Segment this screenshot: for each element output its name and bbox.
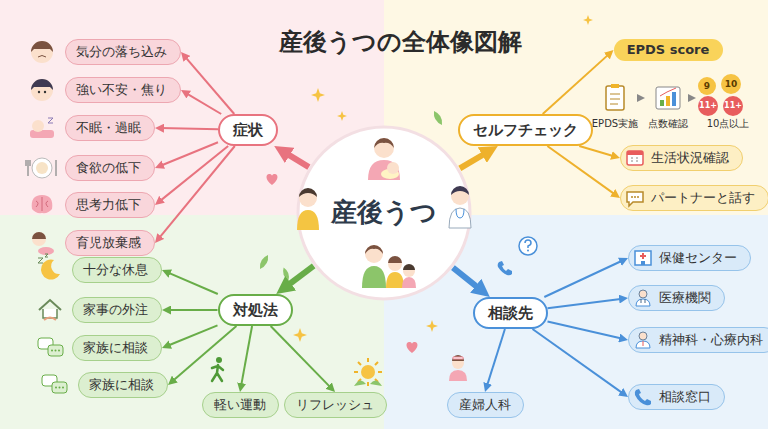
connector-arrow: [544, 260, 623, 297]
step-label: 10点以上: [707, 118, 750, 130]
score-number: 11+: [699, 101, 717, 111]
connector-arrow: [285, 266, 314, 288]
connector-arrow: [172, 326, 236, 381]
node-label: 対処法: [233, 301, 278, 319]
leaf-pill: 育児放棄感: [65, 230, 155, 256]
leaf-pill: 家事の外注: [72, 297, 162, 323]
node-label: 思考力低下: [76, 197, 141, 213]
connector-arrow: [460, 151, 489, 168]
step-label: 点数確認: [648, 118, 688, 130]
connector-arrow: [487, 329, 505, 387]
selfcheck-icons: [606, 74, 743, 206]
branch-pill: 相談先: [473, 297, 548, 329]
mother-children-figure: [362, 245, 416, 288]
node-label: 軽い運動: [214, 397, 266, 413]
remedy-icons: [38, 254, 382, 393]
connector-arrow: [579, 146, 615, 156]
leaf-pill: 思考力低下: [65, 192, 155, 218]
node-label: 保健センター: [659, 250, 737, 266]
node-label: 産婦人科: [459, 397, 511, 413]
step-arrow: [637, 94, 645, 102]
node-label: パートナーと話す: [651, 190, 755, 206]
branch-pill: セルフチェック: [458, 114, 593, 146]
node-label: 産後うつ: [331, 197, 437, 228]
connector-arrow: [283, 152, 308, 168]
node-label: 相談窓口: [659, 389, 711, 405]
leaf-pill: 産婦人科: [447, 392, 524, 418]
node-label: セルフチェック: [473, 121, 578, 139]
node-label: 相談先: [488, 304, 533, 322]
node-label: 不眠・過眠: [76, 120, 141, 136]
connector-arrow: [185, 56, 235, 114]
connector-arrow: [160, 128, 218, 129]
node-label: 症状: [233, 121, 263, 139]
connector-arrow: [547, 146, 615, 195]
node-label: EPDS score: [627, 42, 710, 58]
score-badge: [698, 77, 716, 95]
score-pill: EPDS score: [614, 39, 723, 61]
node-label: 生活状況確認: [651, 150, 729, 166]
score-badge: [723, 96, 743, 116]
leaf-pill: 精神科・心療内科: [628, 327, 768, 353]
connector-arrow: [543, 54, 610, 114]
score-badge: [698, 96, 718, 116]
connector-arrow: [241, 326, 252, 387]
node-label: 精神科・心療内科: [659, 332, 763, 348]
connector-arrow: [532, 329, 623, 394]
step-arrow: [688, 94, 696, 102]
father-figure: [297, 188, 319, 230]
leaf-pill: 不眠・過眠: [65, 115, 155, 141]
connector-arrow: [186, 93, 222, 114]
sparkles: [293, 15, 593, 342]
connector-arrow: [548, 322, 623, 339]
connector-arrow: [167, 309, 217, 311]
leaf-pill: 十分な休息: [72, 257, 162, 283]
branch-pill: 症状: [218, 114, 278, 146]
connector-arrow: [167, 325, 218, 346]
leaf-pill: 家族に相談: [72, 335, 162, 361]
symptom-icons: [26, 41, 56, 255]
title: 産後うつの全体像図解: [279, 28, 522, 57]
connector-arrow: [271, 326, 332, 388]
leaf-pill: 強い不安・焦り: [65, 77, 181, 103]
score-number: 10: [725, 79, 738, 90]
leaf-pill: 食欲の低下: [65, 155, 155, 181]
score-badge: [721, 74, 741, 94]
score-number: 9: [704, 81, 710, 92]
node-label: 食欲の低下: [76, 160, 141, 176]
mother-baby-figure: [368, 138, 400, 180]
node-label: 家族に相談: [83, 340, 148, 356]
connector-arrow: [453, 268, 481, 291]
node-label: 十分な休息: [83, 262, 148, 278]
leaf-pill: 気分の落ち込み: [65, 39, 181, 65]
circle-shape: [298, 127, 470, 299]
branch-pill: 対処法: [218, 294, 293, 326]
connector-arrow: [167, 272, 218, 294]
leaf-pill: 家族に相談: [78, 372, 168, 398]
connector-arrow: [158, 146, 234, 239]
node-label: 家事の外注: [83, 302, 148, 318]
consult-icons: [449, 237, 651, 405]
node-label: 気分の落ち込み: [76, 44, 167, 60]
node-label: リフレッシュ: [296, 397, 374, 413]
node-label: 医療機関: [659, 290, 711, 306]
score-number: 11+: [724, 101, 742, 111]
leaf-pill: 軽い運動: [202, 392, 279, 418]
node-label: 育児放棄感: [76, 235, 141, 251]
leaf-pill: 相談窓口: [628, 384, 725, 410]
leaf-pill: リフレッシュ: [284, 392, 387, 418]
step-label: EPDS実施: [592, 118, 638, 130]
node-label: 強い不安・焦り: [76, 82, 167, 98]
doctor-figure: [449, 186, 471, 228]
connector-arrow: [548, 299, 623, 309]
connector-arrow: [159, 146, 228, 202]
node-label: 家族に相談: [89, 377, 154, 393]
